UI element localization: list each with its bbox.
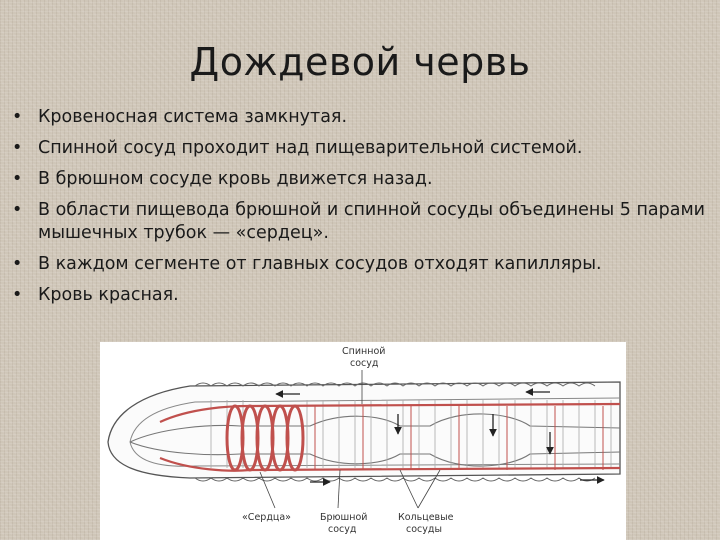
hearts — [225, 404, 305, 472]
bullet-text: Спинной сосуд проходит над пищеварительн… — [38, 138, 583, 158]
bullet-item: • В брюшном сосуде кровь движется назад. — [12, 168, 712, 191]
bullet-text: Кровь красная. — [38, 285, 179, 305]
bullet-marker: • — [12, 254, 23, 274]
bullet-marker: • — [12, 169, 23, 189]
bullet-item: • Спинной сосуд проходит над пищеваритель… — [12, 137, 712, 160]
worm-illustration: Спинной сосуд «Сердца» Брюшной сосуд Кол… — [107, 346, 621, 535]
label-dorsal-vessel-2: сосуд — [350, 358, 379, 369]
label-hearts: «Сердца» — [242, 512, 291, 523]
slide-title: Дождевой червь — [189, 40, 531, 84]
body-segments-top — [194, 382, 596, 482]
label-ring-vessels: Кольцевые — [398, 512, 454, 523]
label-ventral-vessel: Брюшной — [320, 512, 367, 523]
ring-vessels — [314, 406, 604, 470]
digestive-tube — [129, 413, 621, 467]
bullet-item: • Кровь красная. — [12, 284, 712, 307]
bullet-marker: • — [12, 285, 23, 305]
bullet-item: • В каждом сегменте от главных сосудов от… — [12, 253, 712, 276]
bullet-text: В брюшном сосуде кровь движется назад. — [38, 169, 433, 189]
earthworm-circulatory-diagram: Спинной сосуд «Сердца» Брюшной сосуд Кол… — [100, 342, 626, 540]
bullet-text: В области пищевода брюшной и спинной сос… — [38, 200, 706, 243]
bullet-marker: • — [12, 138, 23, 158]
label-ring-vessels-2: сосуды — [406, 524, 442, 535]
flow-arrows — [275, 388, 605, 486]
label-dorsal-vessel: Спинной — [342, 346, 385, 357]
label-ventral-vessel-2: сосуд — [328, 524, 357, 535]
bullet-item: • Кровеносная система замкнутая. — [12, 106, 712, 129]
body-wall-inner — [129, 397, 621, 467]
bullet-item: • В области пищевода брюшной и спинной со… — [12, 199, 712, 245]
bullet-text: Кровеносная система замкнутая. — [38, 107, 348, 127]
bullet-list: • Кровеносная система замкнутая. • Спинной… — [12, 106, 712, 315]
bullet-text: В каждом сегменте от главных сосудов отх… — [38, 254, 602, 274]
leader-lines — [259, 370, 441, 509]
bullet-marker: • — [12, 107, 23, 127]
bullet-marker: • — [12, 200, 23, 220]
